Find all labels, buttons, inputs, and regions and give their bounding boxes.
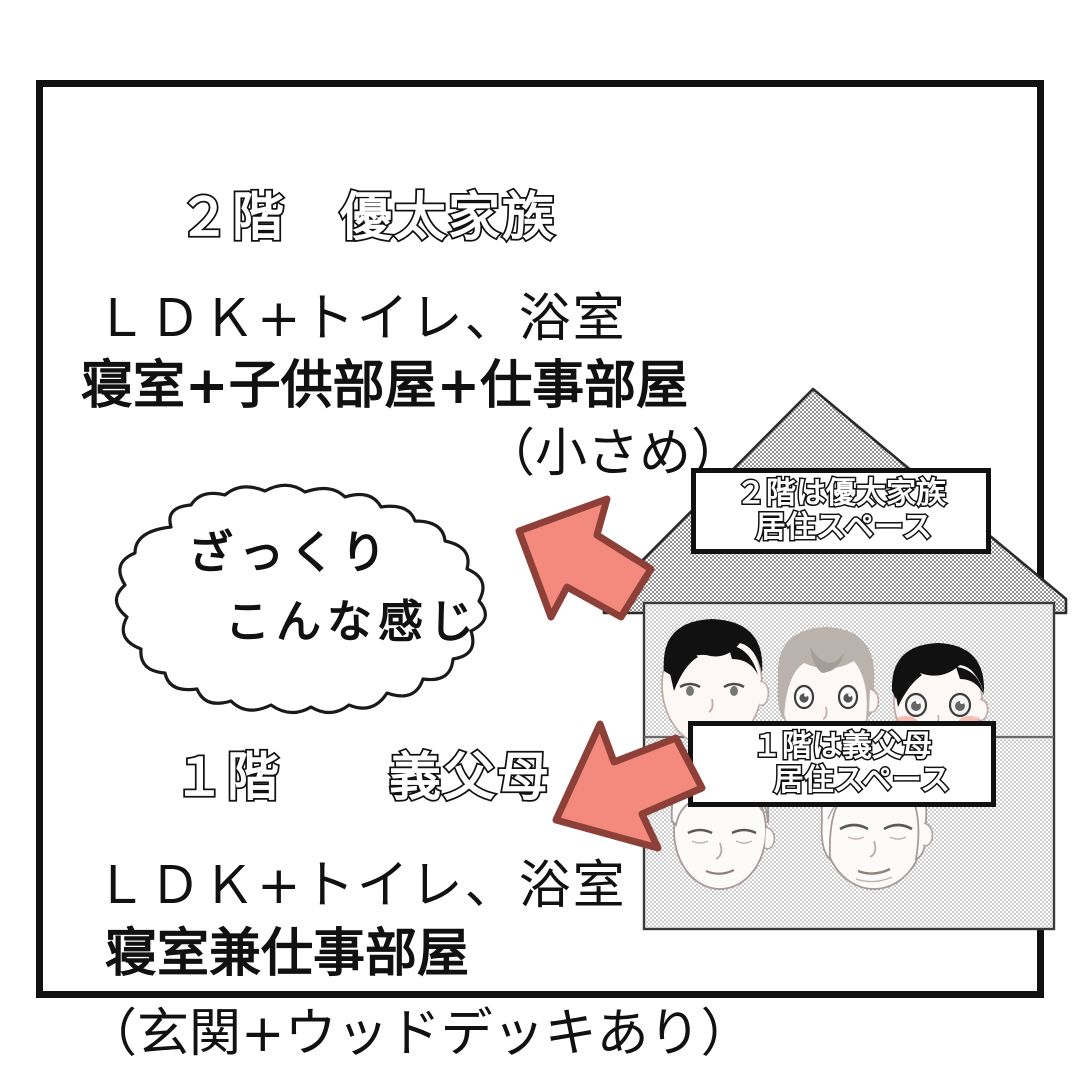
floor2-heading: ２階 優太家族 <box>176 188 557 248</box>
thought-bubble-line-2: こんな感じ <box>225 595 481 648</box>
callout-upper-line-2: 居住スペース <box>754 509 933 545</box>
floor2-line-1: ＬＤＫ+トイレ、浴室 <box>95 289 627 349</box>
callout-box-upper-floor: ２階は優太家族 居住スペース <box>691 468 991 554</box>
floor1-line-3: （玄関+ウッドデッキあり） <box>85 1004 753 1064</box>
floor1-line-1: ＬＤＫ+トイレ、浴室 <box>95 856 627 916</box>
arrow-upper-left-icon <box>511 491 661 623</box>
callout-box-lower-floor: １階は義父母 居住スペース <box>688 721 996 807</box>
callout-lower-line-1: １階は義父母 <box>751 729 934 765</box>
callout-upper-line-1: ２階は優太家族 <box>735 476 948 512</box>
arrow-lower-left-icon <box>548 714 710 854</box>
callout-lower-line-2: 居住スペース <box>772 762 951 798</box>
comic-frame-border: ２階 優太家族 ＬＤＫ+トイレ、浴室 寝室+子供部屋+仕事部屋 （小さめ） ざっ… <box>36 80 1068 1062</box>
floor1-line-2: 寝室兼仕事部屋 <box>105 924 470 984</box>
thought-bubble-shape <box>105 479 495 719</box>
thought-bubble-line-1: ざっくり <box>188 526 393 579</box>
floor1-heading: １階 義父母 <box>171 748 552 808</box>
floor2-line-2: 寝室+子供部屋+仕事部屋 <box>81 356 689 416</box>
